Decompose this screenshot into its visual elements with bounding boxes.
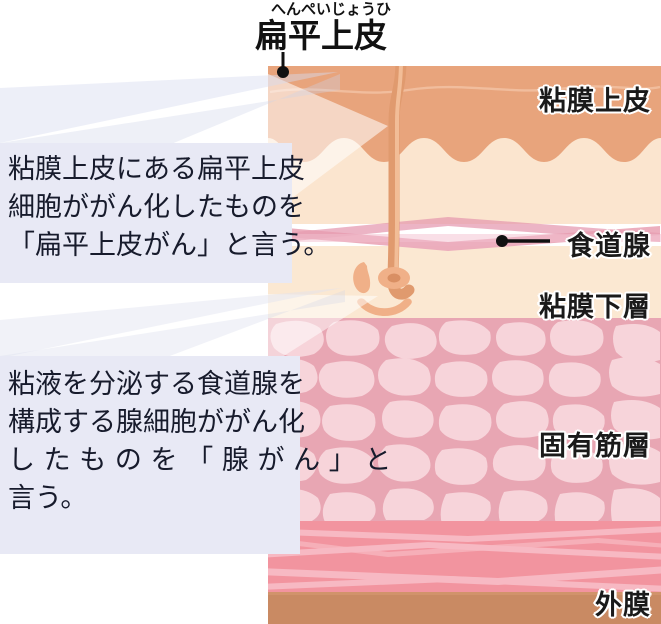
label-muscularis-propria: 固有筋層 bbox=[539, 431, 651, 461]
callout2-line-4: 言う。 bbox=[8, 483, 88, 513]
label-submucosa: 粘膜下層 bbox=[539, 292, 651, 322]
callout1-line-3: 「扁平上皮がん」と言う。 bbox=[8, 230, 331, 260]
callout-connector-wedges-inner bbox=[268, 74, 388, 366]
esophageal-gland-acini bbox=[353, 262, 412, 316]
title-furigana: へんぺいじょうひ bbox=[271, 1, 392, 18]
label-esophageal-gland: 食道腺 bbox=[567, 231, 651, 261]
callout1-line-2: 細胞ががん化したものを bbox=[8, 192, 305, 222]
title-pointer bbox=[277, 52, 289, 78]
title-main: 扁平上皮 bbox=[255, 17, 387, 54]
callout2-line-1: 粘液を分泌する食道腺を bbox=[8, 369, 305, 399]
callout2-line-2: 構成する腺細胞ががん化 bbox=[8, 407, 305, 437]
label-adventitia: 外膜 bbox=[595, 590, 651, 620]
esophagus-wall-cross-section bbox=[268, 66, 661, 624]
callout1-line-1: 粘膜上皮にある扁平上皮 bbox=[8, 154, 305, 184]
muscle-fiber-bands bbox=[268, 521, 661, 592]
gland-leader-line bbox=[496, 235, 550, 247]
callout-squamous-cell-carcinoma: 粘膜上皮にある扁平上皮 細胞ががん化したものを 「扁平上皮がん」と言う。 bbox=[0, 143, 331, 283]
label-mucosal-epithelium: 粘膜上皮 bbox=[539, 86, 651, 116]
callout2-line-3: したものを「腺がん」と bbox=[8, 445, 401, 475]
page-title: へんぺいじょうひ 扁平上皮 bbox=[255, 2, 455, 55]
callout-adenocarcinoma: 粘液を分泌する食道腺を 構成する腺細胞ががん化 したものを「腺がん」と 言う。 bbox=[0, 356, 401, 554]
